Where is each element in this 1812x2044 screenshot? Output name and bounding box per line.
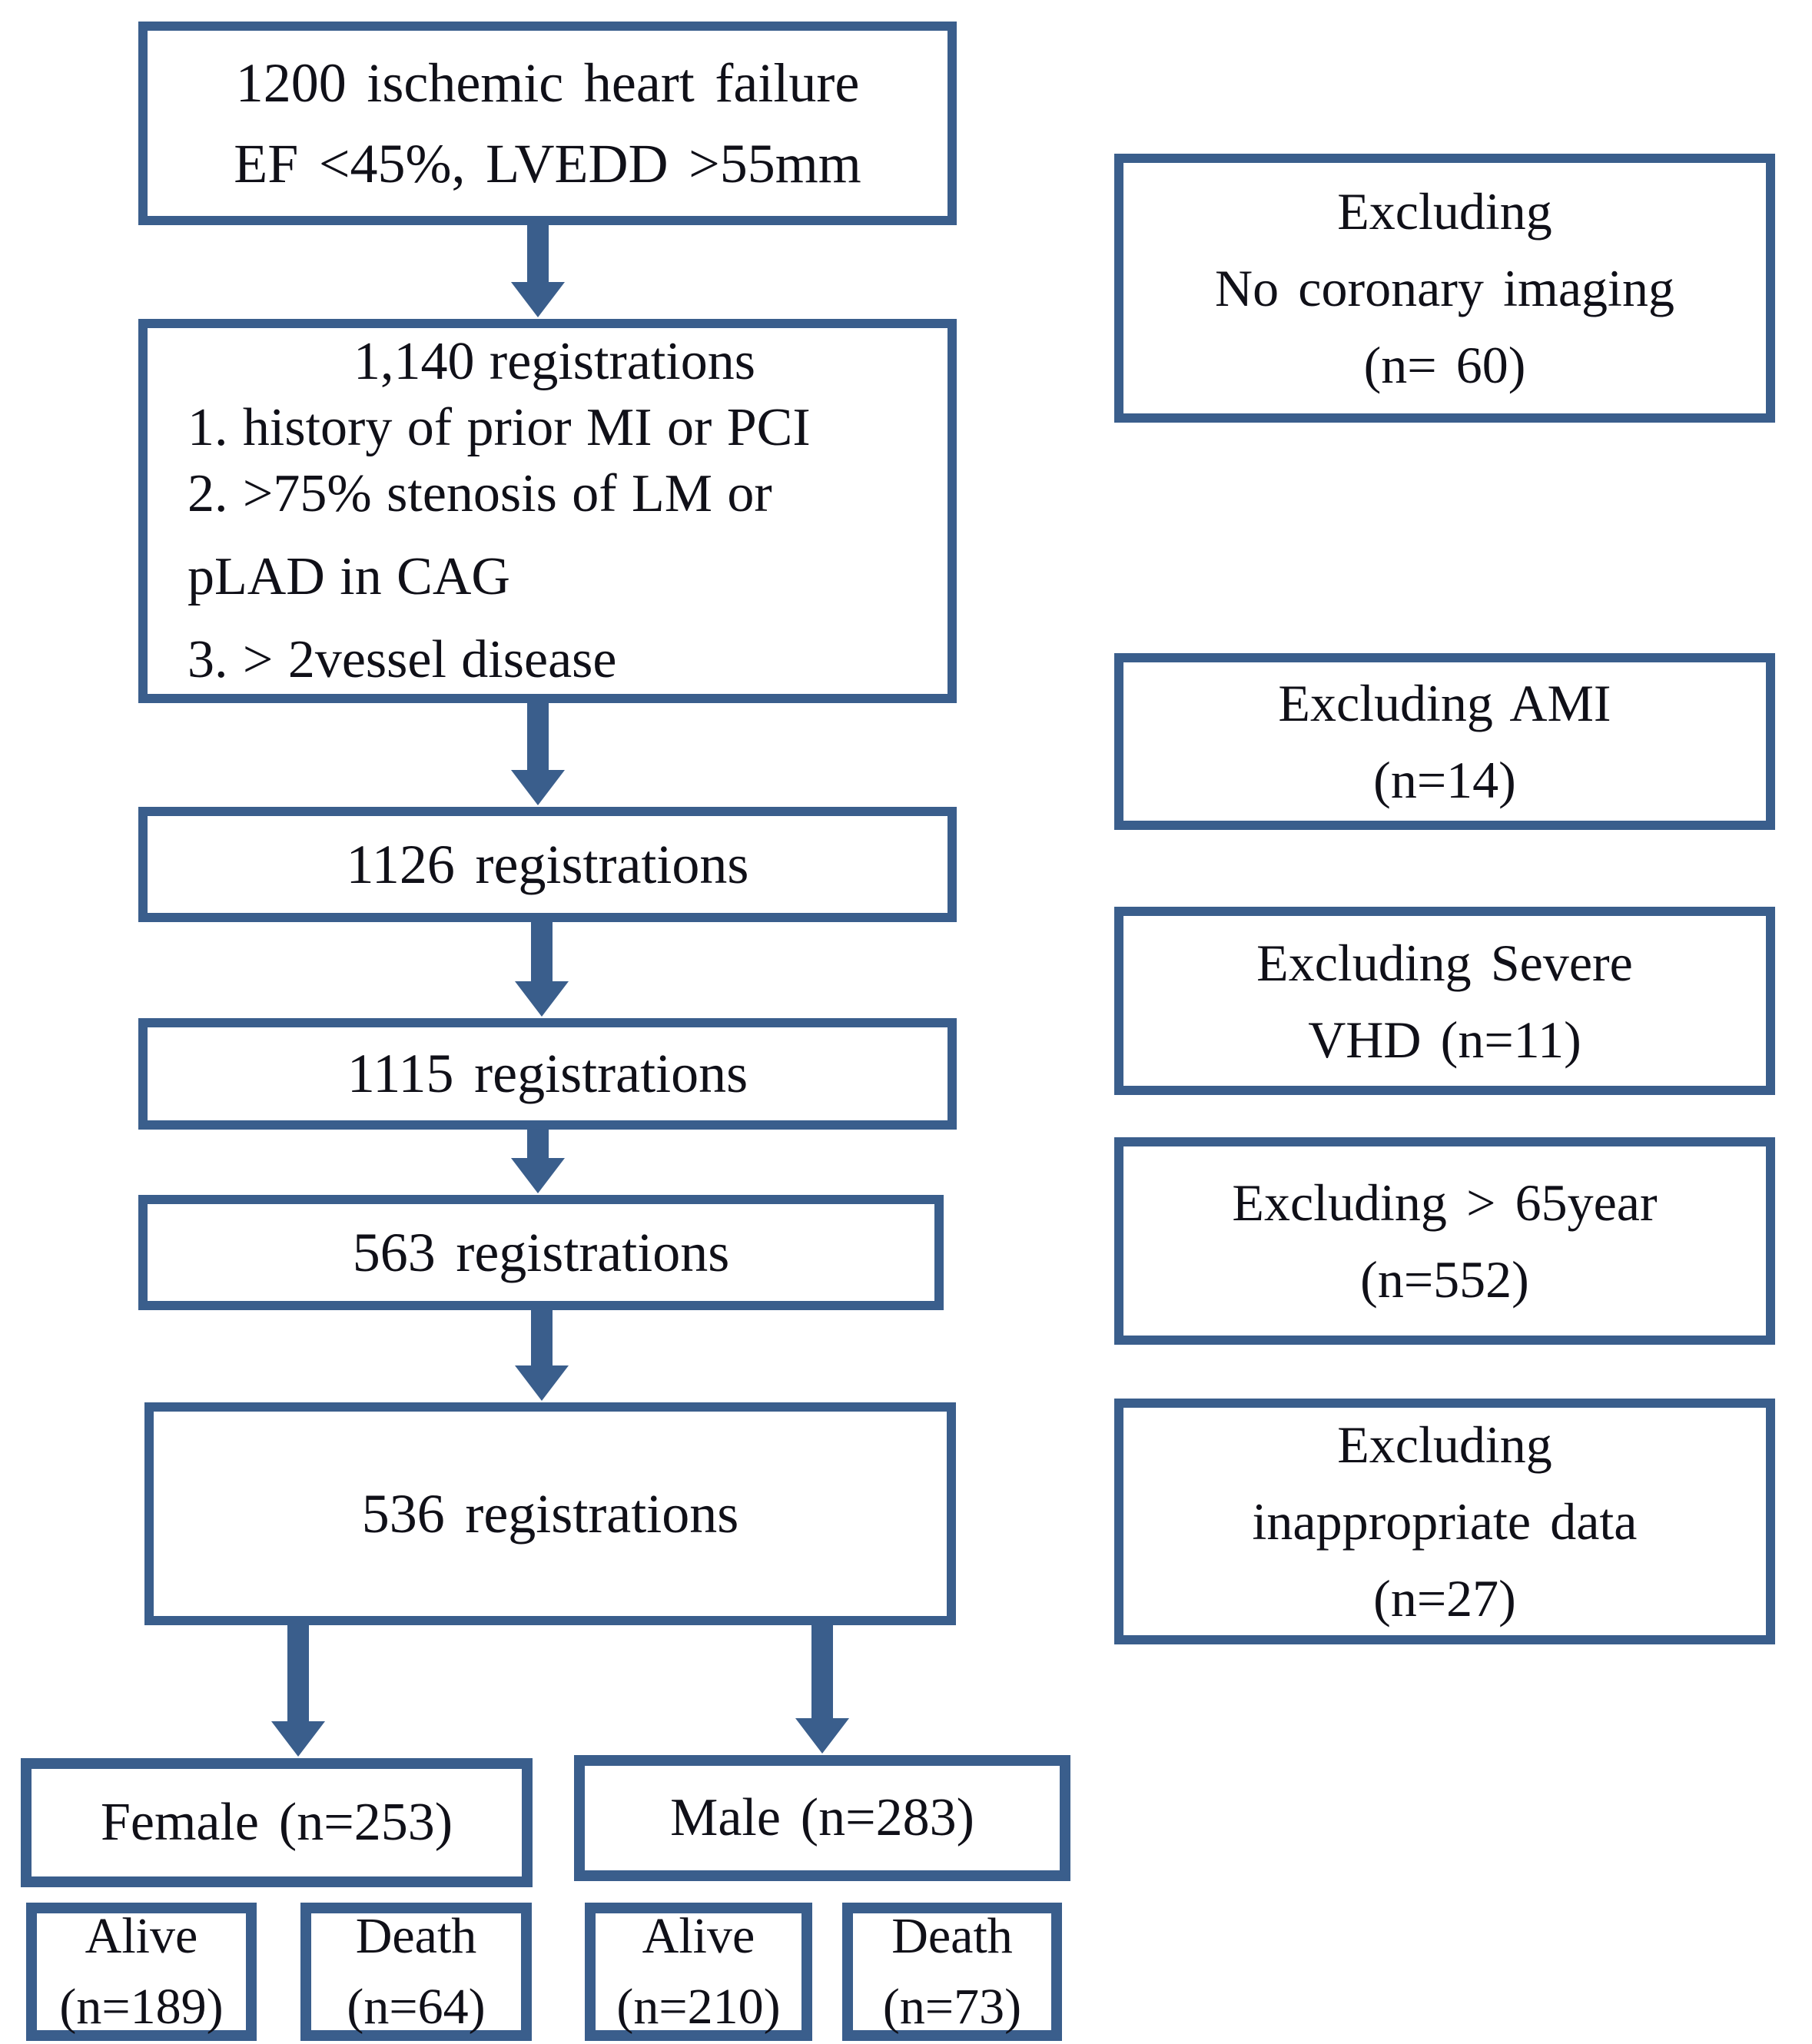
arrow-stem <box>287 1624 309 1721</box>
node-text: (n=64) <box>347 1979 486 2035</box>
node-excluding-no-coronary-imaging: Excluding No coronary imaging (n= 60) <box>1114 154 1775 423</box>
node-text: EF <45%, LVEDD >55mm <box>234 132 861 194</box>
node-text: 563 registrations <box>352 1221 730 1283</box>
node-text: No coronary imaging <box>1215 259 1674 317</box>
node-text: Excluding <box>1337 182 1552 241</box>
node-excluding-over-65: Excluding > 65year (n=552) <box>1114 1137 1775 1345</box>
node-text: pLAD in CAG <box>188 547 510 606</box>
node-female-death: Death (n=64) <box>300 1903 532 2041</box>
arrow-stem <box>527 224 549 282</box>
node-male-alive: Alive (n=210) <box>585 1903 812 2041</box>
node-text: 1115 registrations <box>347 1043 748 1105</box>
node-text: Alive <box>642 1908 755 1964</box>
node-text: (n=552) <box>1360 1250 1529 1309</box>
node-text: inappropriate data <box>1252 1492 1638 1551</box>
arrow-down-male-icon <box>795 1622 849 1754</box>
arrow-down-icon <box>511 224 565 317</box>
arrow-stem <box>811 1622 833 1718</box>
node-text: Excluding AMI <box>1278 674 1611 732</box>
arrow-stem <box>531 921 553 981</box>
node-initial-cohort: 1200 ischemic heart failure EF <45%, LVE… <box>138 22 957 225</box>
node-text: 1126 registrations <box>346 833 749 895</box>
arrow-stem <box>531 1309 553 1365</box>
arrow-down-icon <box>515 1309 569 1401</box>
node-text: (n=14) <box>1373 751 1516 809</box>
arrow-head <box>511 1158 565 1193</box>
node-text: 3. > 2vessel disease <box>188 630 617 689</box>
arrow-down-female-icon <box>271 1624 325 1757</box>
node-text: Male (n=283) <box>670 1788 974 1847</box>
node-registrations-1140: 1,140 registrations 1. history of prior … <box>138 319 957 703</box>
node-male: Male (n=283) <box>574 1755 1070 1881</box>
node-text: Death <box>355 1908 477 1964</box>
arrow-head <box>515 981 569 1017</box>
node-excluding-severe-vhd: Excluding Severe VHD (n=11) <box>1114 907 1775 1095</box>
node-registrations-1126: 1126 registrations <box>138 807 957 922</box>
node-text: Excluding <box>1337 1415 1552 1474</box>
node-registrations-1115: 1115 registrations <box>138 1018 957 1130</box>
node-text: Death <box>891 1908 1013 1964</box>
arrow-stem <box>527 702 549 770</box>
node-female-alive: Alive (n=189) <box>26 1903 257 2041</box>
node-female: Female (n=253) <box>21 1758 533 1887</box>
node-text: 1,140 registrations <box>353 332 755 391</box>
node-excluding-inappropriate-data: Excluding inappropriate data (n=27) <box>1114 1399 1775 1644</box>
node-text: Excluding Severe <box>1256 933 1633 992</box>
node-male-death: Death (n=73) <box>842 1903 1062 2041</box>
node-text: (n=73) <box>882 1979 1022 2035</box>
node-text: 536 registrations <box>361 1482 739 1545</box>
node-text: 1. history of prior MI or PCI <box>188 398 811 457</box>
node-registrations-563: 563 registrations <box>138 1195 944 1310</box>
node-text: Excluding > 65year <box>1232 1173 1658 1232</box>
node-text: (n=27) <box>1373 1569 1516 1628</box>
arrow-down-icon <box>515 921 569 1017</box>
arrow-head <box>795 1718 849 1754</box>
node-text: (n=189) <box>59 1979 224 2035</box>
arrow-head <box>515 1365 569 1401</box>
node-text: VHD (n=11) <box>1308 1010 1581 1069</box>
arrow-head <box>271 1721 325 1757</box>
node-text: (n= 60) <box>1363 336 1526 394</box>
node-registrations-536: 536 registrations <box>144 1402 956 1625</box>
arrow-down-icon <box>511 702 565 805</box>
arrow-head <box>511 282 565 317</box>
node-excluding-ami: Excluding AMI (n=14) <box>1114 653 1775 830</box>
arrow-down-icon <box>511 1128 565 1193</box>
node-text: 1200 ischemic heart failure <box>235 52 860 114</box>
node-text: Female (n=253) <box>100 1793 453 1852</box>
arrow-head <box>511 770 565 805</box>
node-text: Alive <box>85 1908 198 1964</box>
node-text: (n=210) <box>616 1979 781 2035</box>
arrow-stem <box>527 1128 549 1158</box>
node-text: 2. >75% stenosis of LM or <box>188 464 772 523</box>
